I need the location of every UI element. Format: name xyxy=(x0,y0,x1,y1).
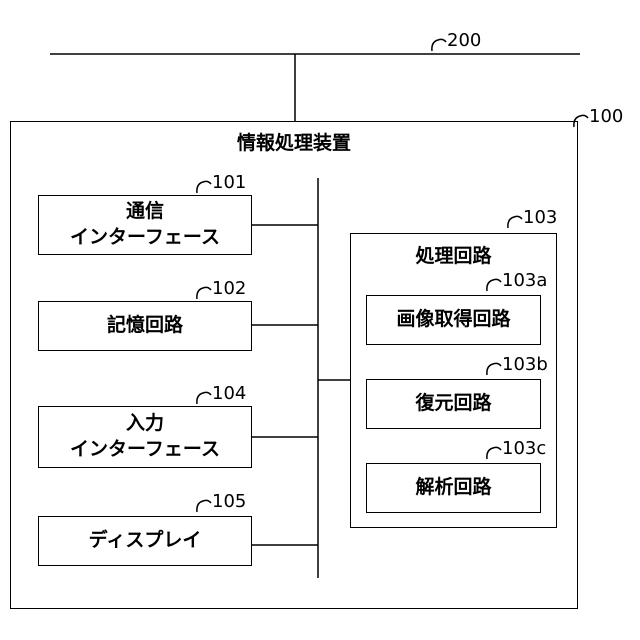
ref-101: 101 xyxy=(212,172,246,193)
ref-tick-200 xyxy=(432,39,446,51)
analysis-circuit-label: 解析回路 xyxy=(415,475,491,501)
ref-104: 104 xyxy=(212,383,246,404)
input-interface-line2: インターフェース xyxy=(70,437,220,463)
apparatus-title: 情報処理装置 xyxy=(0,128,588,155)
ref-102: 102 xyxy=(212,278,246,299)
image-acquire-circuit-box: 画像取得回路 xyxy=(366,295,541,345)
processing-circuit-title: 処理回路 xyxy=(350,241,557,268)
ref-103: 103 xyxy=(523,207,557,228)
ref-200: 200 xyxy=(447,30,481,51)
restore-circuit-box: 復元回路 xyxy=(366,379,541,429)
input-interface-line1: 入力 xyxy=(126,411,164,437)
comm-interface-box: 通信 インターフェース xyxy=(38,195,252,255)
display-box: ディスプレイ xyxy=(38,516,252,566)
memory-circuit-box: 記憶回路 xyxy=(38,301,252,351)
comm-interface-line2: インターフェース xyxy=(70,225,220,251)
input-interface-box: 入力 インターフェース xyxy=(38,406,252,468)
analysis-circuit-box: 解析回路 xyxy=(366,463,541,513)
ref-105: 105 xyxy=(212,491,246,512)
memory-circuit-label: 記憶回路 xyxy=(107,313,183,339)
restore-circuit-label: 復元回路 xyxy=(415,391,491,417)
comm-interface-line1: 通信 xyxy=(126,199,164,225)
display-label: ディスプレイ xyxy=(89,528,202,554)
ref-100: 100 xyxy=(589,106,623,127)
image-acquire-circuit-label: 画像取得回路 xyxy=(396,307,510,333)
